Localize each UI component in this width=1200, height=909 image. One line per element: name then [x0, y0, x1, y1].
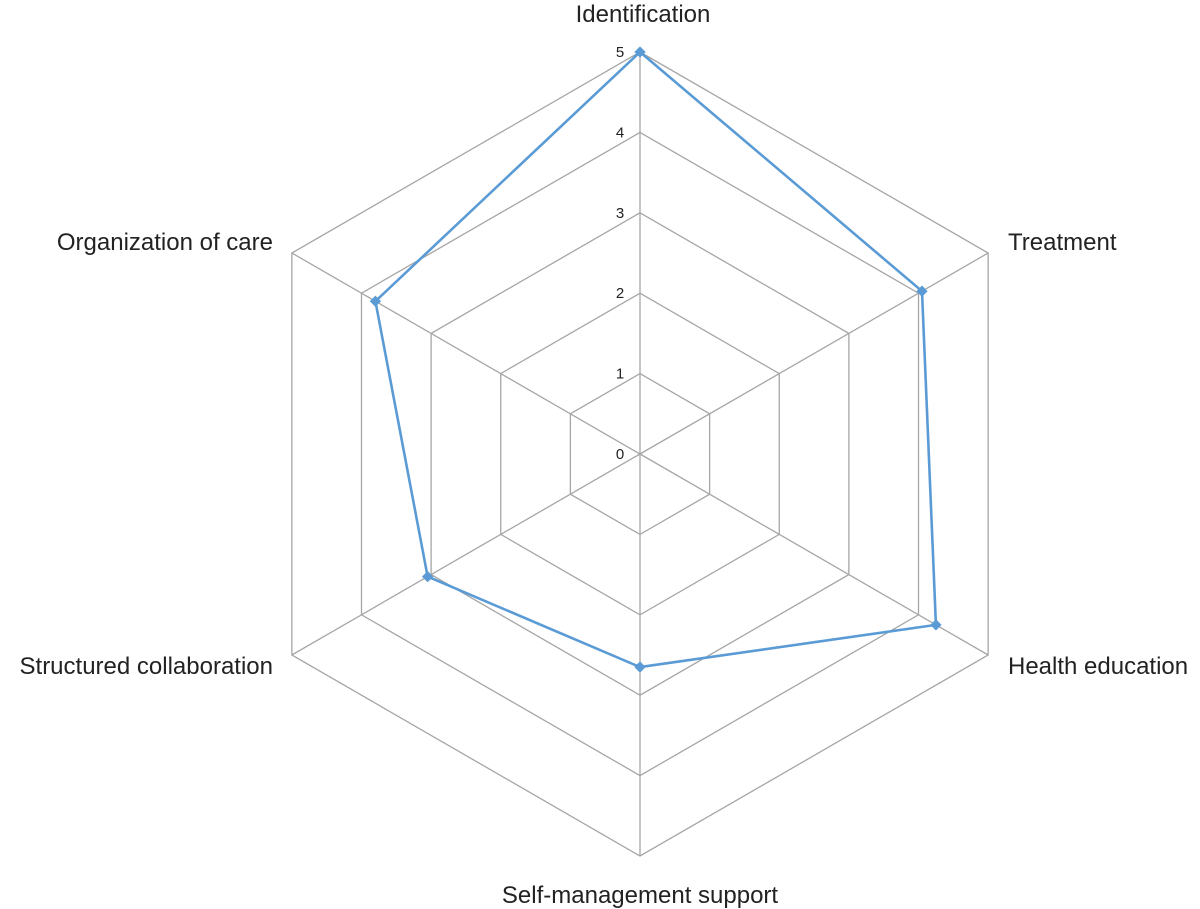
data-point-0: [634, 46, 646, 58]
series-layer: [369, 46, 942, 673]
tick-label-0: 0: [616, 446, 624, 463]
data-point-3: [634, 661, 646, 673]
grid-spoke-4: [291, 453, 641, 656]
tick-label-4: 4: [616, 124, 624, 141]
axis-label-identification: Identification: [576, 1, 711, 28]
axis-label-organization-of-care: Organization of care: [57, 229, 273, 256]
series-line-0: [374, 50, 938, 669]
grid-spoke-1: [639, 252, 989, 455]
data-point-2: [930, 619, 942, 631]
tick-label-3: 3: [616, 205, 624, 222]
axis-label-treatment: Treatment: [1008, 229, 1117, 256]
data-point-4: [421, 570, 434, 583]
tick-label-1: 1: [616, 366, 624, 383]
data-point-1: [916, 285, 928, 297]
data-point-5: [369, 295, 382, 307]
grid-spoke-2: [639, 453, 989, 656]
axis-label-health-education: Health education: [1008, 653, 1188, 680]
grid-spoke-5: [291, 252, 641, 455]
radar-grid: [291, 51, 989, 857]
axis-label-self-management-support: Self-management support: [502, 882, 778, 909]
tick-label-5: 5: [616, 44, 624, 61]
radial-tick-labels: 0 1 2 3 4 5: [616, 44, 624, 463]
axis-label-structured-collaboration: Structured collaboration: [20, 653, 273, 680]
tick-label-2: 2: [616, 285, 624, 302]
